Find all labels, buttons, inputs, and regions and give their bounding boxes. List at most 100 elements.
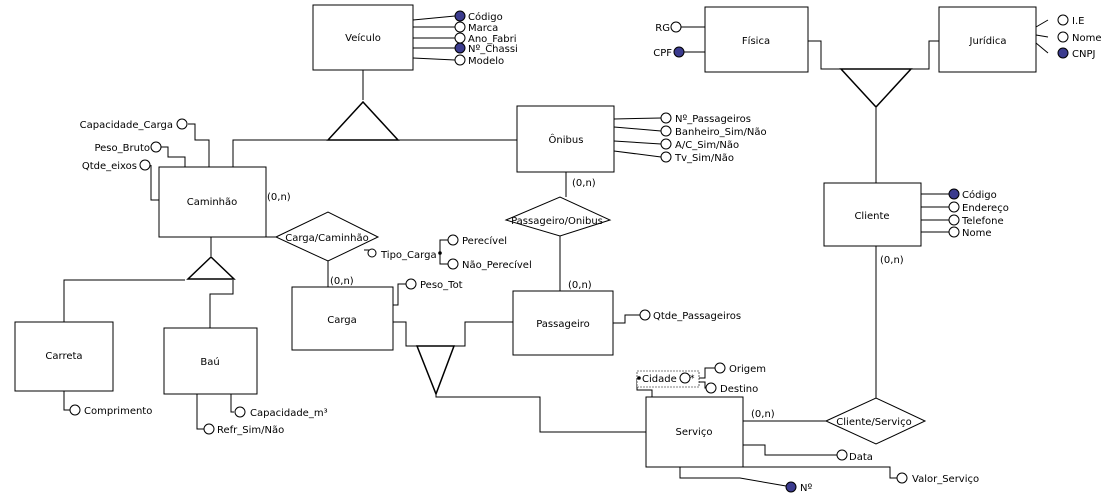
attribute-servico-valor[interactable]: Valor_Serviço — [896, 472, 979, 485]
carga-passageiro-aggregation-triangle — [415, 345, 456, 397]
attributes-bau: Capacidade_m³ Refr_Sim/Não — [203, 406, 328, 436]
attribute-icon — [203, 423, 215, 435]
attribute-label: Comprimento — [84, 406, 152, 417]
attribute-veiculo-codigo[interactable]: Código — [454, 10, 503, 23]
attribute-tipo-carga-nao-perecivel[interactable]: Não_Perecível — [447, 258, 532, 271]
attribute-servico-data[interactable]: Data — [836, 449, 873, 463]
attribute-label: Tv_Sim/Não — [674, 153, 734, 164]
attribute-label: Código — [468, 11, 503, 23]
attribute-servico-cidade[interactable]: Cidade * — [636, 370, 700, 388]
entity-juridica[interactable]: Jurídica — [938, 6, 1037, 73]
attribute-veiculo-marca[interactable]: Marca — [454, 21, 498, 34]
entity-veiculo[interactable]: Veículo — [312, 4, 414, 71]
attribute-caminhao-capacidade-carga[interactable]: Capacidade_Carga — [80, 118, 188, 131]
attribute-label: Refr_Sim/Não — [217, 425, 284, 436]
attribute-label: Origem — [729, 364, 766, 375]
attribute-veiculo-n-chassi[interactable]: Nº_Chassi — [454, 42, 518, 55]
entity-cliente[interactable]: Cliente — [823, 182, 922, 247]
attribute-label: A/C_Sim/Não — [675, 140, 739, 151]
relationship-passageiro-onibus-label: Passageiro/Onibus — [511, 216, 603, 227]
attribute-label: CNPJ — [1072, 49, 1095, 60]
entity-servico-label: Serviço — [676, 427, 713, 438]
attribute-cliente-endereco[interactable]: Endereço — [948, 201, 1009, 214]
attribute-label: RG — [655, 23, 670, 34]
key-attribute-icon — [785, 481, 797, 493]
attribute-veiculo-modelo[interactable]: Modelo — [454, 54, 504, 67]
attribute-onibus-banheiro[interactable]: Banheiro_Sim/Não — [660, 125, 767, 138]
caminhao-specialization-triangle — [186, 255, 236, 280]
attribute-onibus-n-passageiros[interactable]: Nº_Passageiros — [660, 112, 751, 125]
attribute-label: Capacidade_Carga — [80, 120, 173, 131]
cliente-inheritance-triangle — [839, 68, 913, 109]
attribute-passageiro-qtde[interactable]: Qtde_Passageiros — [639, 309, 741, 322]
attribute-bau-capacidade[interactable]: Capacidade_m³ — [234, 406, 328, 419]
entity-carreta[interactable]: Carreta — [14, 321, 114, 392]
attribute-carreta-comprimento[interactable]: Comprimento — [69, 404, 152, 417]
relationship-cliente-servico[interactable]: Cliente/Serviço — [824, 397, 927, 445]
relationship-passageiro-onibus[interactable]: Passageiro/Onibus — [504, 196, 612, 237]
attribute-cliente-telefone[interactable]: Telefone — [948, 214, 1004, 227]
entity-servico[interactable]: Serviço — [645, 396, 744, 468]
attribute-icon — [139, 159, 151, 171]
attribute-icon — [1057, 14, 1069, 26]
attribute-veiculo-ano-fabri[interactable]: Ano_Fabri — [454, 32, 517, 45]
attribute-carga-peso-tot[interactable]: Peso_Tot — [405, 278, 463, 291]
cardinality-servico-cliente: (0,n) — [751, 409, 775, 420]
entity-onibus-label: Ônibus — [549, 133, 584, 146]
attribute-fisica-rg[interactable]: RG — [655, 21, 682, 34]
key-attribute-icon — [454, 42, 466, 54]
attribute-label: Qtde_Passageiros — [653, 311, 741, 322]
composite-junction-icon — [637, 376, 641, 380]
attribute-icon — [660, 112, 672, 124]
entity-bau[interactable]: Baú — [163, 327, 258, 395]
cardinalities: (0,n) (0,n) (0,n) (0,n) (0,n) (0,n) — [267, 178, 904, 420]
entity-carga-label: Carga — [327, 315, 357, 326]
attributes-caminhao: Capacidade_Carga Peso_Bruto Qtde_eixos — [80, 118, 188, 172]
attribute-icon — [447, 258, 459, 270]
attribute-icon — [660, 138, 672, 150]
attribute-servico-destino[interactable]: Destino — [705, 382, 758, 395]
generalization-triangles — [186, 68, 913, 397]
attribute-label: Nº — [800, 483, 812, 494]
attribute-label: I.E — [1072, 16, 1084, 27]
attribute-bau-refr[interactable]: Refr_Sim/Não — [203, 423, 284, 436]
attribute-icon — [69, 404, 81, 416]
attributes-servico: Cidade * Origem Destino Data Valor_Servi… — [636, 362, 979, 494]
entity-fisica[interactable]: Física — [704, 6, 809, 73]
attribute-fisica-cpf[interactable]: CPF — [653, 46, 685, 59]
attribute-label: Ano_Fabri — [468, 34, 517, 45]
attribute-label: Capacidade_m³ — [250, 408, 328, 419]
attribute-caminhao-peso-bruto[interactable]: Peso_Bruto — [94, 141, 162, 154]
entity-passageiro[interactable]: Passageiro — [512, 290, 614, 356]
attribute-caminhao-qtde-eixos[interactable]: Qtde_eixos — [82, 159, 151, 172]
attribute-juridica-ie[interactable]: I.E — [1057, 14, 1084, 27]
entity-onibus[interactable]: Ônibus — [516, 105, 615, 173]
veiculo-generalization-triangle — [326, 100, 400, 141]
attribute-label: Cidade — [642, 374, 677, 385]
attribute-onibus-ac[interactable]: A/C_Sim/Não — [660, 138, 739, 151]
attribute-carga-tipo-carga[interactable]: Tipo_Carga — [367, 248, 437, 261]
attribute-icon — [1057, 31, 1069, 43]
attribute-servico-numero[interactable]: Nº — [785, 481, 812, 494]
multivalued-marker: * — [690, 374, 695, 384]
relationship-carga-caminhao[interactable]: Carga/Caminhão — [274, 211, 380, 262]
attribute-label: Nome — [1072, 33, 1102, 44]
entity-veiculo-label: Veículo — [345, 32, 381, 44]
attributes-carreta: Comprimento — [69, 404, 152, 417]
attribute-servico-origem[interactable]: Origem — [714, 362, 766, 375]
attribute-cliente-nome[interactable]: Nome — [948, 226, 992, 239]
attribute-tipo-carga-perecivel[interactable]: Perecível — [447, 234, 507, 247]
entity-caminhao[interactable]: Caminhão — [158, 166, 267, 238]
attribute-icon — [836, 449, 848, 461]
attribute-juridica-nome[interactable]: Nome — [1057, 31, 1102, 44]
attributes-cliente: Código Endereço Telefone Nome — [948, 188, 1009, 239]
entity-carga[interactable]: Carga — [291, 286, 394, 351]
attribute-cliente-codigo[interactable]: Código — [948, 188, 997, 201]
cardinality-caminhao-carga: (0,n) — [267, 192, 291, 203]
attribute-onibus-tv[interactable]: Tv_Sim/Não — [660, 151, 734, 164]
attribute-juridica-cnpj[interactable]: CNPJ — [1057, 47, 1095, 60]
attribute-icon — [705, 382, 717, 394]
attribute-icon — [639, 309, 651, 321]
relationship-carga-caminhao-label: Carga/Caminhão — [285, 233, 368, 244]
